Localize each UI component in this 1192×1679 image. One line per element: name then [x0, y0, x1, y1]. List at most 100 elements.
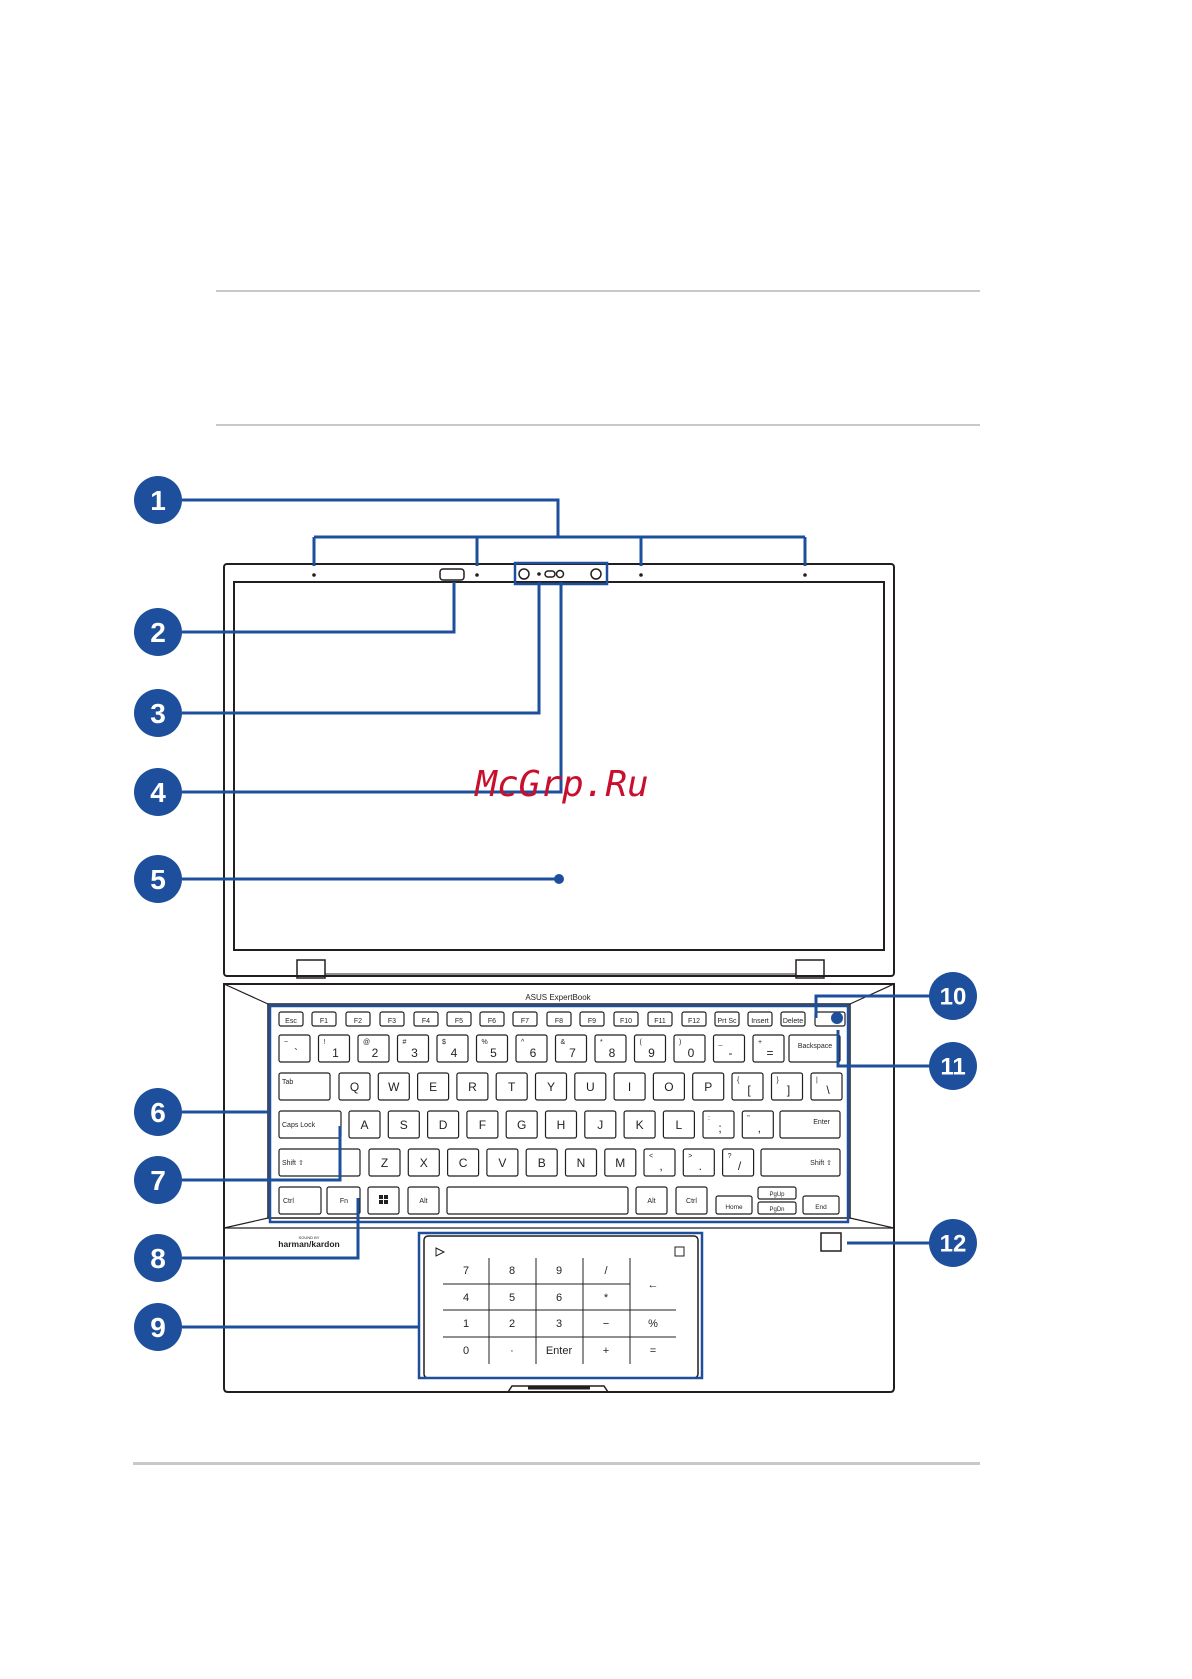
q-row-key-3	[456, 1072, 489, 1101]
caps-lock-label: Caps Lock	[282, 1122, 316, 1129]
numpad-key-0-1: 8	[509, 1265, 515, 1277]
num-row-main-10: 0	[688, 1046, 695, 1060]
num-row-key-0	[278, 1034, 311, 1063]
backspace-key	[788, 1034, 841, 1063]
q-row-key-6	[574, 1072, 607, 1101]
callout-badge-2: 2	[134, 608, 182, 656]
a-row-key-1	[387, 1110, 420, 1139]
num-row-top-1: !	[324, 1039, 326, 1046]
callout-badge-6: 6	[134, 1088, 182, 1136]
a-row-label-2: D	[439, 1118, 448, 1132]
footer-rule	[133, 1462, 980, 1465]
pgdn-label: PgDn	[769, 1207, 784, 1213]
callout-number-3: 3	[150, 698, 166, 729]
num-row-top-12: +	[758, 1039, 762, 1046]
callout-number-1: 1	[150, 485, 166, 516]
z-row-end-key-1	[682, 1148, 715, 1177]
fn-row-label-3: F3	[388, 1018, 396, 1025]
a-row-key-2	[427, 1110, 460, 1139]
a-row-key-5	[544, 1110, 578, 1139]
end-key	[802, 1195, 840, 1215]
z-row-end-key-0	[643, 1148, 676, 1177]
a-row-key-4	[505, 1110, 538, 1139]
fn-row-key-7	[512, 1011, 538, 1027]
home-key	[715, 1195, 753, 1215]
numpad-right-2: =	[650, 1345, 656, 1357]
numpad-key-3-0: 0	[463, 1345, 469, 1357]
q-row-key-9	[692, 1072, 725, 1101]
brand-label: ASUS ExpertBook	[525, 993, 591, 1002]
q-row-end-top-0: {	[737, 1077, 740, 1084]
q-row-end-key-1	[770, 1072, 804, 1101]
num-row-key-7	[554, 1034, 588, 1063]
fn-row-label-8: F8	[555, 1018, 563, 1025]
num-row-top-11: _	[718, 1039, 723, 1046]
fn-row-key-5	[446, 1011, 472, 1027]
num-row-top-3: #	[403, 1039, 407, 1046]
z-row-label-4: B	[538, 1156, 546, 1170]
num-row-main-3: 3	[411, 1046, 418, 1060]
q-row-label-9: P	[704, 1080, 712, 1094]
caps-lock-key	[278, 1110, 342, 1139]
num-row-main-0: `	[294, 1046, 298, 1060]
a-row-label-8: L	[676, 1118, 683, 1132]
pgdn-key	[757, 1201, 797, 1215]
q-row-label-4: T	[508, 1080, 516, 1094]
numpad-right-0: ←	[648, 1279, 659, 1291]
a-row-label-3: F	[479, 1118, 486, 1132]
numpad-key-2-0: 1	[463, 1318, 469, 1330]
fn-row-key-15	[780, 1011, 806, 1027]
q-row-label-6: U	[586, 1080, 595, 1094]
numpad-key-0-2: 9	[556, 1265, 562, 1277]
fn-row-label-14: Insert	[751, 1018, 769, 1025]
callout-number-12: 12	[940, 1231, 967, 1258]
z-row-key-4	[525, 1148, 558, 1177]
callout-number-10: 10	[940, 984, 967, 1011]
numpad-key-0-0: 7	[463, 1265, 469, 1277]
num-row-key-6	[515, 1034, 548, 1063]
num-row-top-5: %	[482, 1039, 488, 1046]
alt-left-key	[407, 1186, 440, 1215]
z-row-key-2	[447, 1148, 480, 1177]
q-row-key-0	[338, 1072, 371, 1101]
fn-row-label-15: Delete	[783, 1018, 803, 1025]
a-row-end-top-0: :	[708, 1115, 710, 1122]
callout-number-7: 7	[150, 1165, 166, 1196]
fn-row-label-2: F2	[354, 1018, 362, 1025]
q-row-key-5	[534, 1072, 568, 1101]
pgup-key	[757, 1186, 797, 1200]
a-row-label-5: H	[557, 1118, 566, 1132]
q-row-end-top-1: }	[777, 1077, 780, 1084]
num-row-top-4: $	[442, 1039, 446, 1046]
laptop-outline	[223, 563, 895, 1393]
q-row-key-7	[613, 1072, 646, 1101]
fn-row-label-13: Prt Sc	[717, 1018, 737, 1025]
callout-badge-4: 4	[134, 768, 182, 816]
z-row-end-main-1: .	[699, 1159, 702, 1173]
q-row-key-2	[417, 1072, 450, 1101]
fn-row-label-1: F1	[320, 1018, 328, 1025]
num-row-main-2: 2	[372, 1046, 379, 1060]
a-row-end-key-1	[741, 1110, 774, 1139]
z-row-key-3	[486, 1148, 519, 1177]
fn-row-key-2	[345, 1011, 371, 1027]
display-dot	[554, 874, 564, 884]
callout-badge-1: 1	[134, 476, 182, 524]
shift-left-label: Shift ⇧	[282, 1159, 304, 1167]
fn-row-key-12	[681, 1011, 707, 1027]
a-row-label-7: K	[636, 1118, 644, 1132]
fn-row-key-3	[379, 1011, 405, 1027]
numpad-key-2-3: −	[603, 1318, 609, 1330]
q-row-label-8: O	[664, 1080, 673, 1094]
fn-row-key-6	[479, 1011, 505, 1027]
a-row-end-top-1: "	[747, 1115, 750, 1122]
q-row-label-7: I	[628, 1080, 631, 1094]
callout-number-9: 9	[150, 1312, 166, 1343]
num-row-key-11	[712, 1034, 746, 1063]
a-row-label-6: J	[597, 1118, 603, 1132]
end-label: End	[815, 1204, 827, 1211]
num-row-main-11: -	[729, 1046, 733, 1060]
